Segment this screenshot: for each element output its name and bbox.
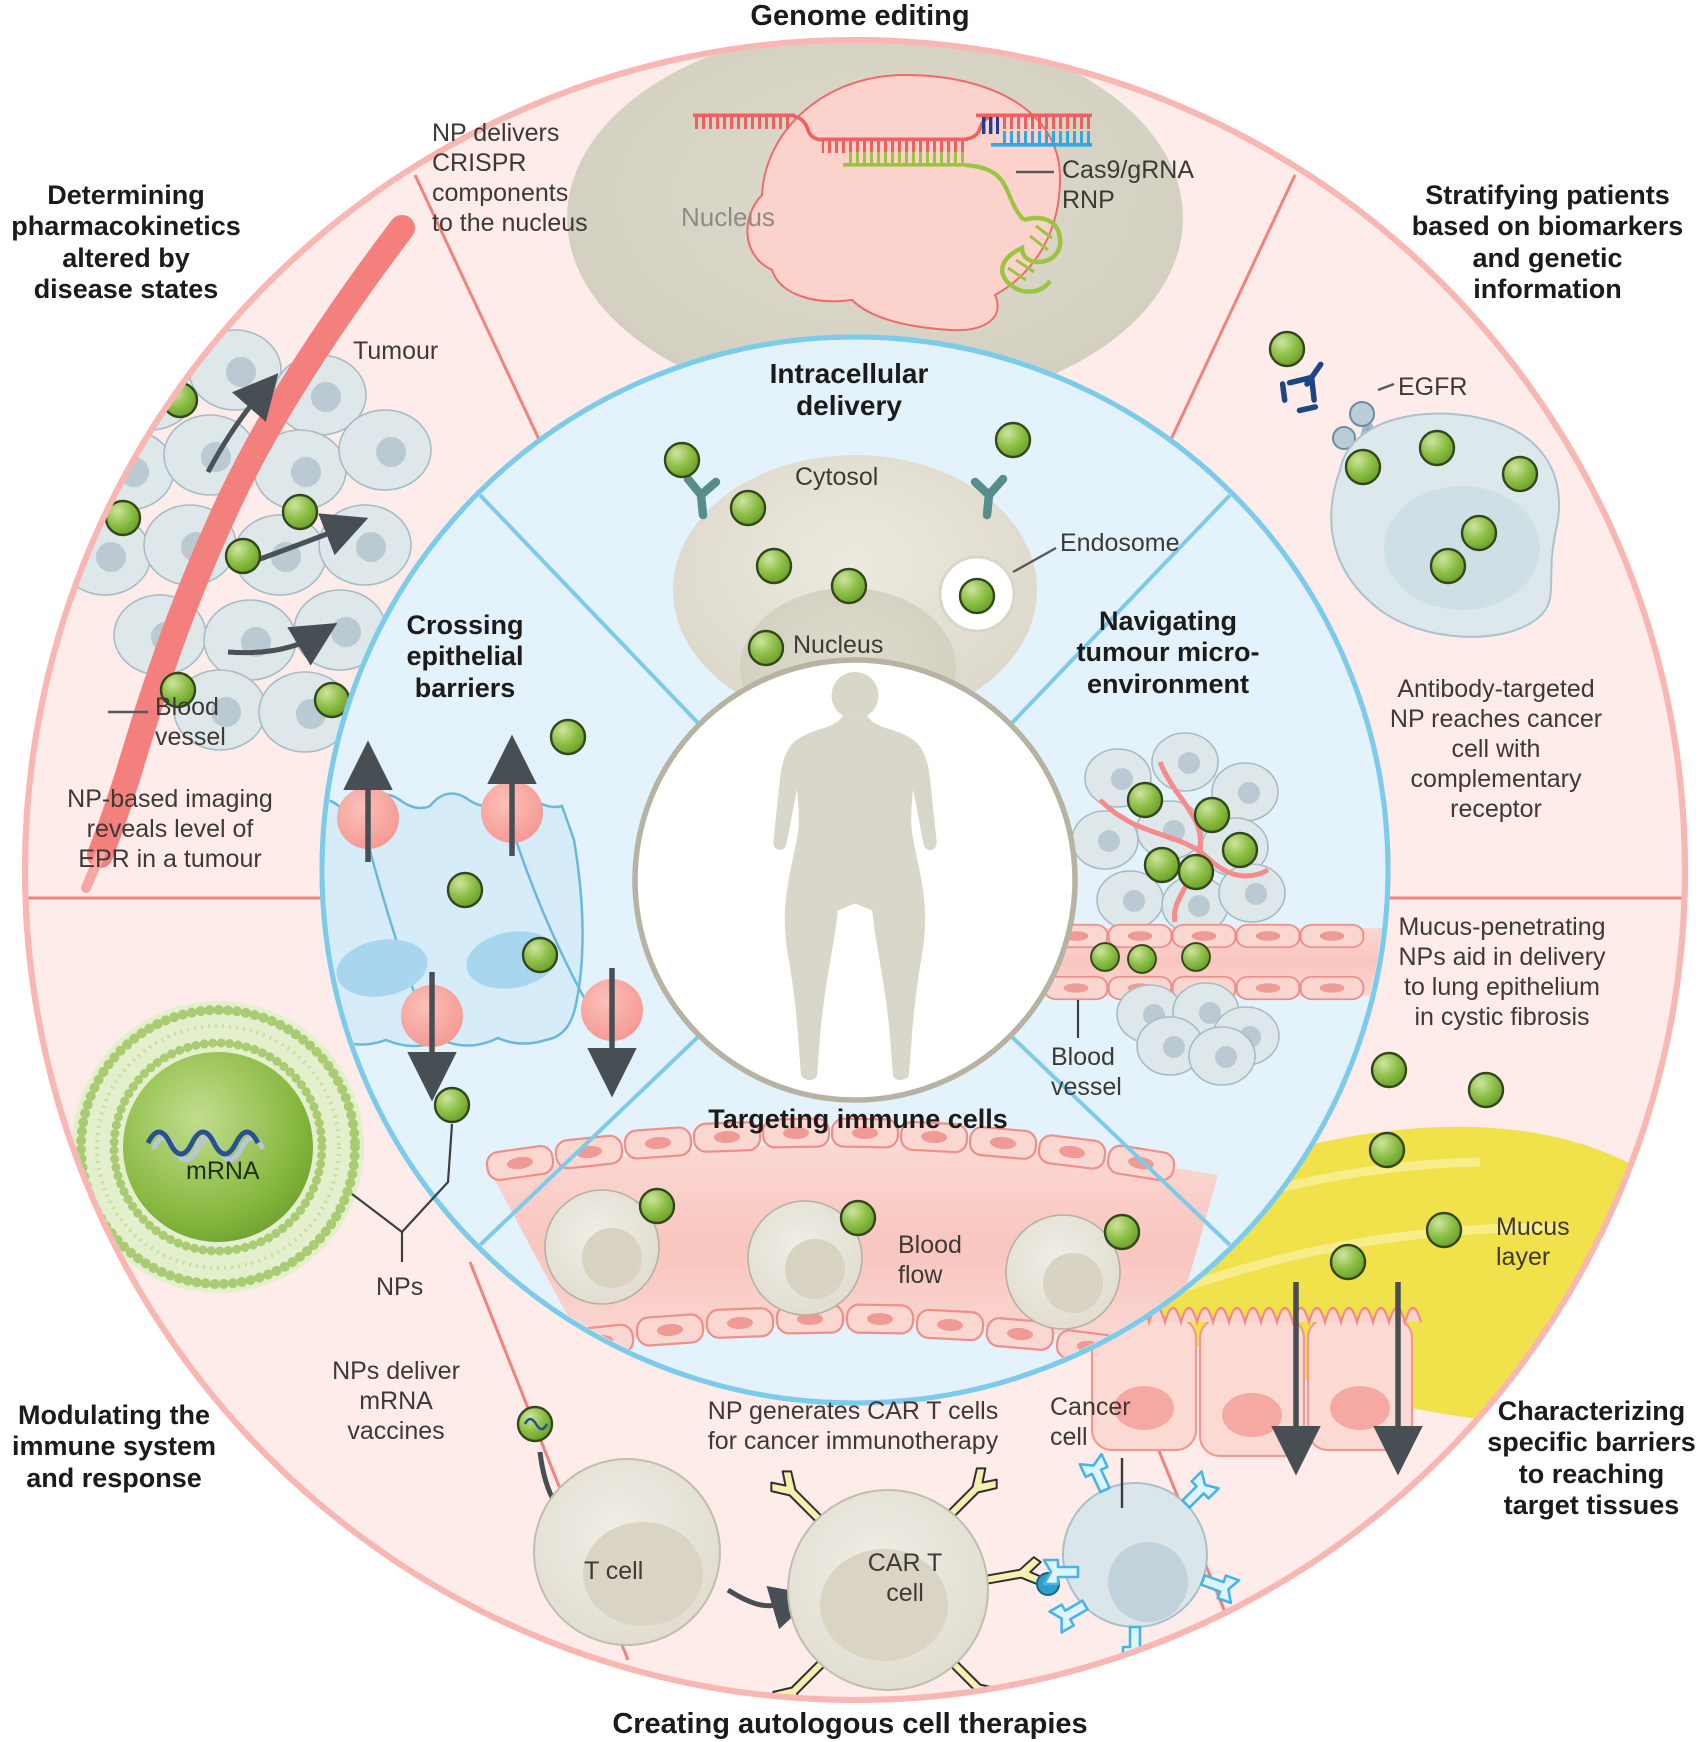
label-endosome: Endosome bbox=[1060, 529, 1180, 557]
caption-np-generates-cart: NP generates CAR T cells for cancer immu… bbox=[707, 1397, 999, 1455]
inner-title-intracellular: Intracellular delivery bbox=[769, 358, 929, 422]
label-mucus-layer: Mucus layer bbox=[1496, 1213, 1570, 1271]
label-nucleus-outer: Nucleus bbox=[681, 202, 775, 232]
mrna-strand-icon bbox=[145, 1129, 261, 1157]
lung-epithelium-cells bbox=[1083, 1306, 1423, 1458]
penetration-arrows bbox=[1271, 1282, 1423, 1476]
label-blood-flow: Blood flow bbox=[898, 1231, 962, 1289]
genome-editing-illustration bbox=[567, 43, 1183, 410]
section-title-genome-editing: Genome editing bbox=[750, 0, 970, 32]
section-title-modulating: Modulating the immune system and respons… bbox=[11, 1400, 217, 1493]
grna-scaffold-icon bbox=[964, 162, 1063, 294]
label-egfr: EGFR bbox=[1398, 373, 1468, 401]
label-nucleus-inner: Nucleus bbox=[793, 631, 884, 659]
antibody-np-icon bbox=[1268, 330, 1306, 368]
label-blood-vessel-outer: Blood vessel bbox=[155, 693, 226, 751]
label-cancer-cell: Cancer cell bbox=[1050, 1393, 1131, 1451]
label-cytosol: Cytosol bbox=[795, 463, 879, 491]
caption-np-delivers-crispr: NP delivers CRISPR components to the nuc… bbox=[432, 119, 588, 237]
section-title-determining: Determining pharmacokinetics altered by … bbox=[11, 180, 241, 304]
immune-cell-vessel-illustration bbox=[484, 1117, 1218, 1383]
epithelial-barrier-illustration bbox=[325, 718, 643, 1124]
surface-receptor-icons bbox=[683, 474, 1008, 520]
section-title-stratifying: Stratifying patients based on biomarkers… bbox=[1411, 180, 1684, 304]
dna-strands-icon bbox=[693, 113, 1092, 167]
leaky-blood-vessel bbox=[87, 215, 415, 868]
biomarker-targeting-illustration bbox=[1268, 330, 1560, 638]
caption-np-based-imaging: NP-based imaging reveals level of EPR in… bbox=[67, 785, 273, 873]
silhouette-body bbox=[773, 713, 937, 1080]
car-t-therapy-illustration bbox=[516, 1405, 1241, 1697]
transcytosis-arrows bbox=[343, 734, 637, 1102]
caption-nps-deliver-mrna: NPs deliver mRNA vaccines bbox=[332, 1357, 460, 1445]
inner-title-navigating: Navigating tumour micro- environment bbox=[1076, 606, 1260, 699]
central-human-figure bbox=[632, 657, 1078, 1103]
pam-site-icon bbox=[979, 117, 999, 134]
np-label-leaders bbox=[351, 1123, 454, 1262]
section-title-creating: Creating autologous cell therapies bbox=[612, 1708, 1088, 1740]
tumour-pharmacokinetics-illustration bbox=[58, 215, 432, 893]
label-mrna: mRNA bbox=[186, 1157, 260, 1185]
lipid-bilayer-outer bbox=[76, 1005, 360, 1289]
caption-antibody-targeted: Antibody-targeted NP reaches cancer cell… bbox=[1389, 675, 1603, 823]
inner-title-targeting: Targeting immune cells bbox=[708, 1104, 1008, 1134]
tumour-microenvironment-illustration bbox=[1043, 732, 1385, 1086]
label-tumour: Tumour bbox=[353, 337, 439, 365]
section-title-characterizing: Characterizing specific barriers to reac… bbox=[1487, 1396, 1696, 1520]
inner-sector-dividers bbox=[476, 491, 1234, 1249]
immune-cells bbox=[544, 1189, 1121, 1330]
label-car-t-cell: CAR T cell bbox=[867, 1549, 943, 1607]
antibody-icon bbox=[1279, 361, 1324, 414]
cancer-cell-target bbox=[1042, 1452, 1241, 1663]
label-blood-vessel-inner: Blood vessel bbox=[1051, 1043, 1122, 1101]
caption-mucus-penetrating: Mucus-penetrating NPs aid in delivery to… bbox=[1398, 913, 1606, 1031]
label-t-cell: T cell bbox=[584, 1557, 644, 1585]
lipid-bilayer-inner bbox=[109, 1038, 327, 1256]
mrna-liposome-illustration bbox=[72, 1001, 364, 1293]
label-cas9-grna-rnp: Cas9/gRNA RNP bbox=[1062, 156, 1194, 214]
blood-vessel-section bbox=[1043, 923, 1385, 1001]
car-t-cell bbox=[766, 1463, 1046, 1697]
silhouette-head bbox=[831, 672, 879, 719]
label-nps: NPs bbox=[376, 1273, 424, 1301]
extravasation-arrows bbox=[205, 373, 369, 666]
inner-title-crossing: Crossing epithelial barriers bbox=[406, 610, 524, 703]
